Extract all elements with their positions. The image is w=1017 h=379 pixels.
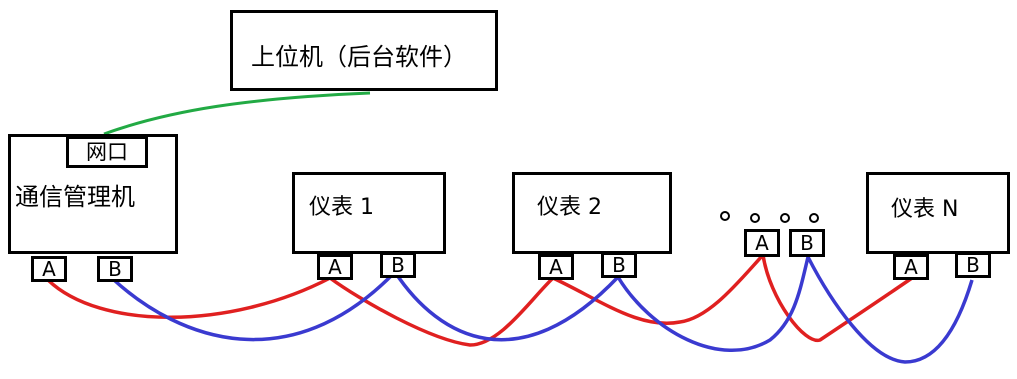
meter-1-port-b-label: B	[391, 253, 405, 277]
meter-1-box: 仪表 1	[292, 172, 446, 254]
rs485-line-a	[46, 251, 913, 347]
meter-1-label: 仪表 1	[309, 195, 374, 220]
meter-n-label: 仪表 N	[891, 197, 959, 222]
meter-1-port-a: A	[317, 254, 353, 280]
meter-2-box: 仪表 2	[512, 172, 672, 254]
meter-2-label: 仪表 2	[537, 195, 602, 220]
meter-n-port-b: B	[955, 252, 991, 278]
net-port-label: 网口	[86, 139, 128, 164]
manager-port-b: B	[97, 256, 133, 282]
meter-2-port-a-label: A	[549, 255, 563, 279]
comm-manager-label: 通信管理机	[15, 183, 135, 211]
ethernet-cable	[103, 91, 371, 136]
manager-port-a-label: A	[42, 257, 56, 281]
meter-2-port-a: A	[538, 254, 574, 280]
meter-2-port-b: B	[601, 252, 637, 278]
ellipsis-dot	[780, 213, 790, 223]
ellipsis-dot	[750, 213, 760, 223]
meter-1-port-a-label: A	[328, 255, 342, 279]
manager-port-b-label: B	[108, 257, 122, 281]
meter-2-port-b-label: B	[612, 253, 626, 277]
meter-n-port-a: A	[893, 254, 929, 280]
intermediate-port-b: B	[789, 229, 825, 257]
host-computer-label: 上位机（后台软件）	[251, 43, 467, 71]
meter-n-port-a-label: A	[904, 255, 918, 279]
intermediate-port-b-label: B	[800, 231, 814, 255]
manager-port-a: A	[31, 256, 67, 282]
host-computer-box: 上位机（后台软件）	[230, 10, 498, 91]
net-port: 网口	[66, 136, 148, 168]
intermediate-port-a-label: A	[755, 231, 769, 255]
intermediate-port-a: A	[744, 229, 780, 257]
rs485-line-b	[112, 252, 974, 364]
meter-1-port-b: B	[380, 252, 416, 278]
meter-n-box: 仪表 N	[866, 172, 1010, 254]
ellipsis-dot	[720, 211, 730, 221]
ellipsis-dot	[809, 213, 819, 223]
meter-n-port-b-label: B	[966, 253, 980, 277]
